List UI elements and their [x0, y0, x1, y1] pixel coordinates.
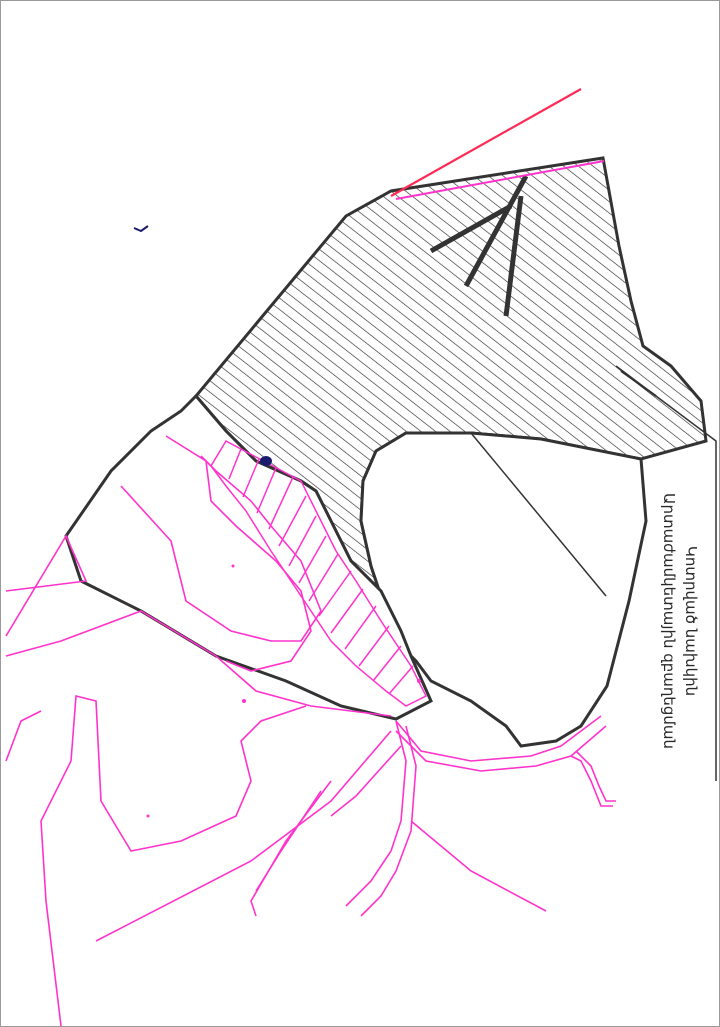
legend-line-1: Կոտրված նախկին	[682, 546, 700, 696]
pink-line	[395, 715, 602, 762]
lot-divider	[358, 625, 390, 667]
parcel-lines	[5, 435, 616, 1026]
lot-divider	[344, 605, 377, 650]
pink-top-edge	[395, 160, 605, 200]
point-mark	[417, 679, 421, 683]
lot-divider	[256, 467, 277, 514]
pink-line	[5, 610, 392, 717]
pink-line	[95, 730, 392, 942]
parcel-east	[359, 431, 648, 748]
pink-line	[40, 694, 307, 1026]
lot-divider	[298, 535, 327, 584]
point-marks	[146, 564, 421, 818]
parcel-east-divider	[470, 432, 607, 597]
pink-line	[395, 725, 607, 772]
parcel-west-outline	[64, 393, 433, 721]
point-mark	[146, 814, 150, 818]
pink-line	[360, 725, 417, 917]
lot-divider	[288, 515, 317, 567]
pink-line	[5, 710, 42, 762]
ink-marks	[133, 225, 272, 466]
point-mark	[231, 564, 235, 568]
legend-leader	[615, 365, 717, 781]
pink-line	[250, 780, 332, 917]
lot-divider	[388, 665, 414, 695]
inner-line-3	[429, 203, 513, 254]
legend-line-2: Արտաժամկետային զբաղեցման	[660, 493, 678, 749]
lot-divider	[372, 645, 402, 682]
inner-line-2	[503, 195, 524, 317]
pink-line	[330, 745, 402, 817]
point-mark	[242, 699, 246, 703]
pink-line	[5, 534, 88, 637]
ink-mark	[260, 456, 272, 466]
lot-divider	[228, 448, 242, 480]
lot-divider	[308, 553, 339, 602]
legend: Կոտրված նախկին Արտաժամկետային զբաղեցման	[660, 493, 700, 749]
ink-mark	[133, 225, 149, 233]
lot-divider	[268, 476, 294, 530]
lot-divider	[278, 495, 307, 547]
pink-line	[255, 790, 322, 892]
lot-strip	[210, 440, 428, 707]
lot-divider	[242, 458, 260, 498]
red-boundary-line	[390, 88, 582, 197]
pink-line	[570, 755, 613, 807]
lot-divider	[318, 570, 352, 617]
lot-divider	[330, 588, 364, 634]
inner-line-1	[463, 174, 529, 288]
lot-strip-outline	[210, 440, 428, 707]
pink-line	[120, 455, 322, 642]
pink-line	[575, 750, 616, 802]
pink-line	[410, 820, 547, 912]
pink-line	[345, 720, 407, 907]
